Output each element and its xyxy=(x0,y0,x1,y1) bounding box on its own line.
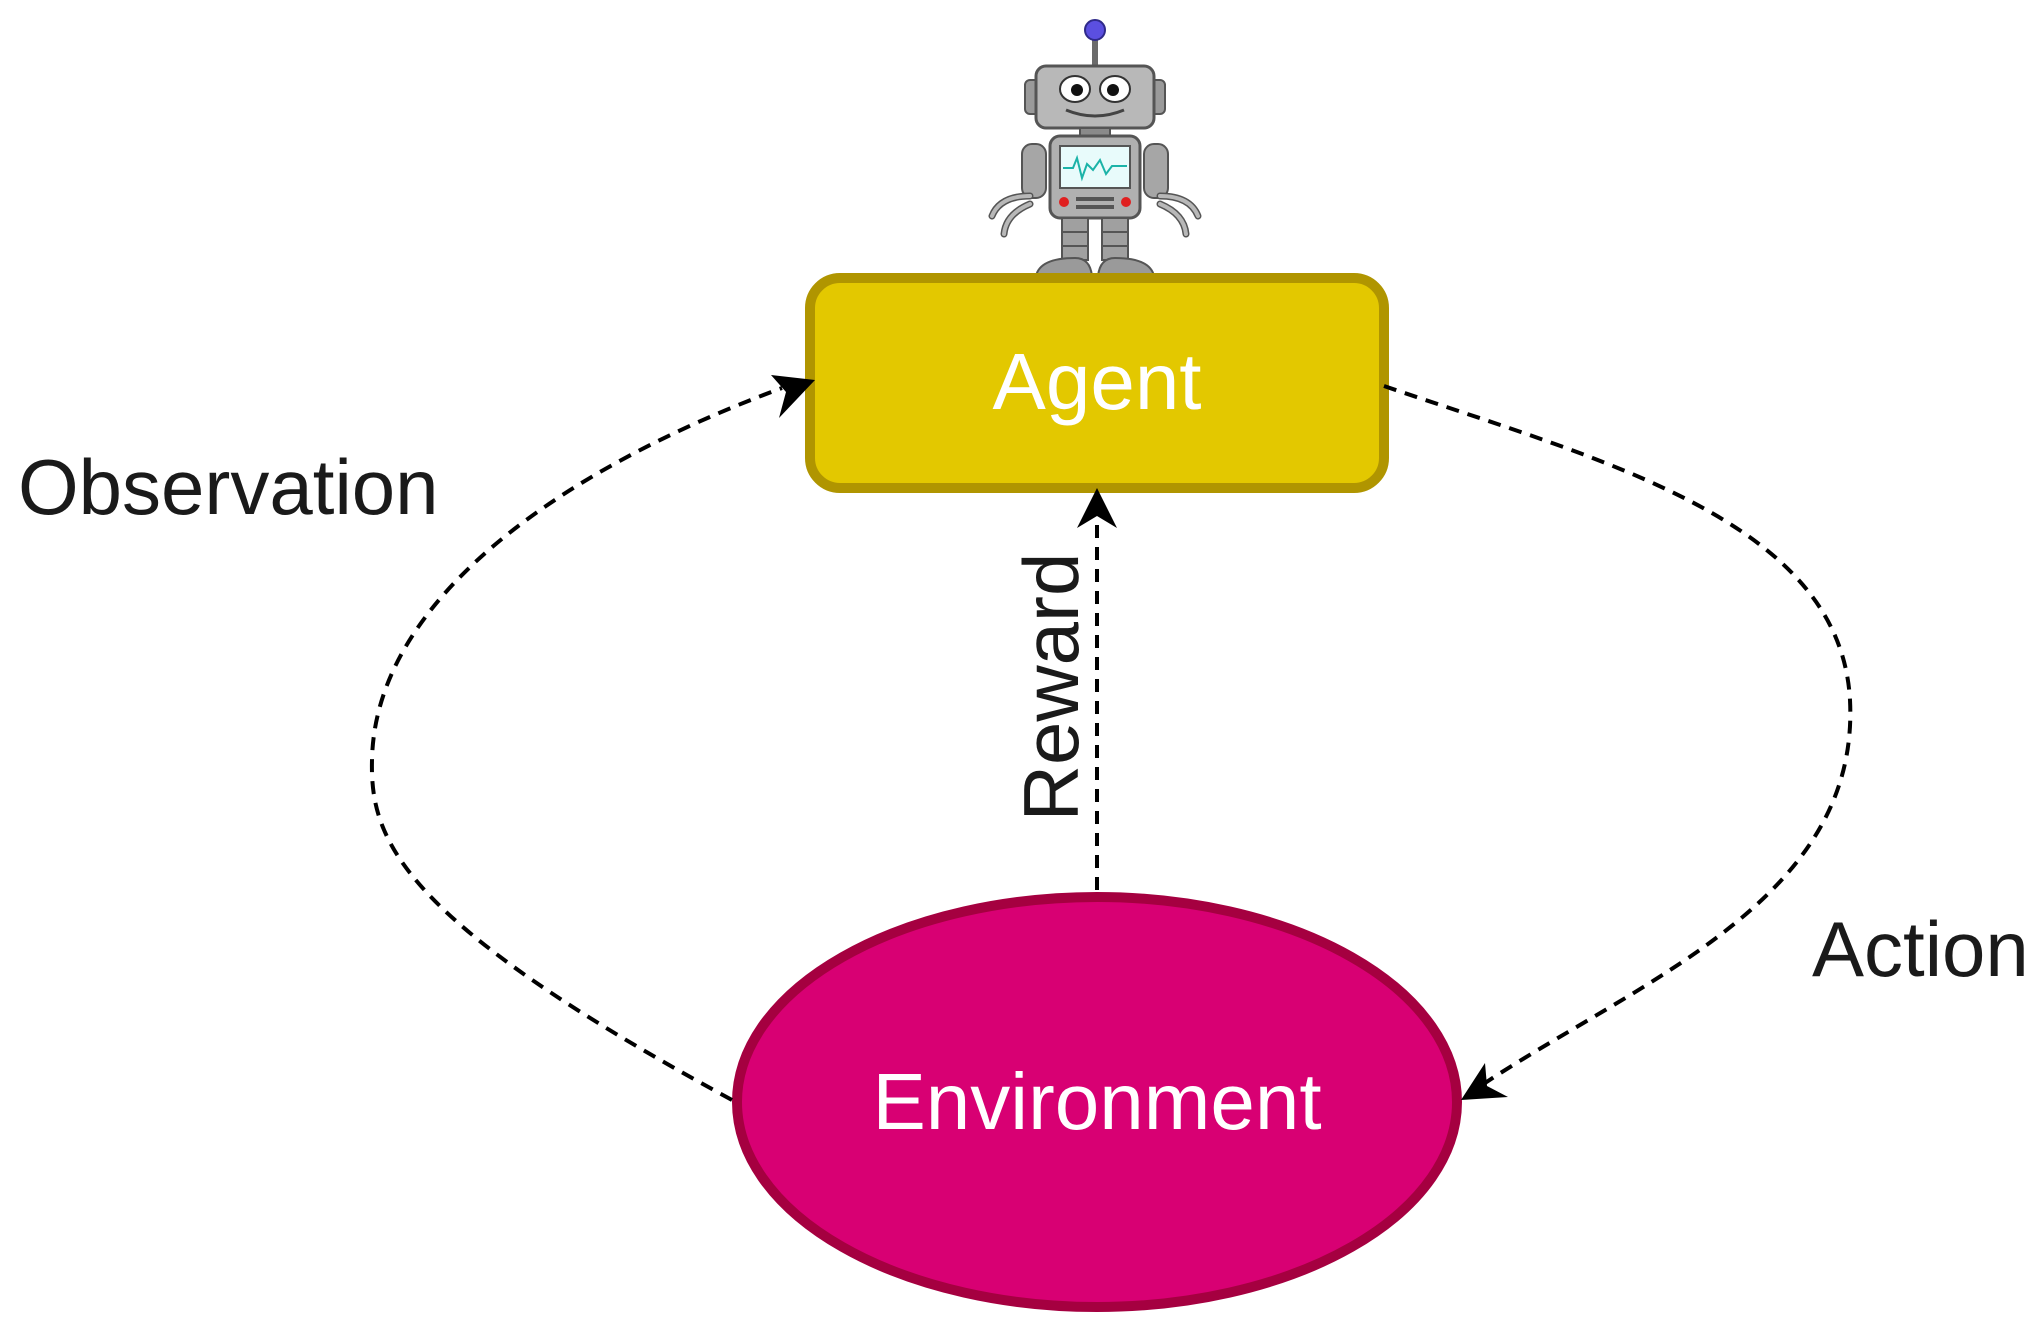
action-edge xyxy=(1383,384,1853,1100)
environment-label: Environment xyxy=(872,1057,1321,1146)
environment-ellipse xyxy=(732,892,1462,1312)
agent-node: Agent xyxy=(805,273,1389,493)
reward-label: Reward xyxy=(1007,553,1095,822)
observation-label: Observation xyxy=(18,443,439,531)
reward-edge xyxy=(1077,488,1117,890)
action-arrow-line xyxy=(1383,384,1853,1087)
action-arrowhead xyxy=(1461,1063,1508,1100)
environment-node: Environment xyxy=(732,892,1462,1312)
observation-arrowhead xyxy=(771,375,815,418)
reward-arrowhead xyxy=(1077,488,1117,528)
agent-label: Agent xyxy=(992,337,1201,426)
action-label: Action xyxy=(1812,905,2029,993)
observation-arrow-line xyxy=(369,386,783,1102)
observation-edge xyxy=(369,375,815,1102)
robot-icon xyxy=(988,19,1202,277)
